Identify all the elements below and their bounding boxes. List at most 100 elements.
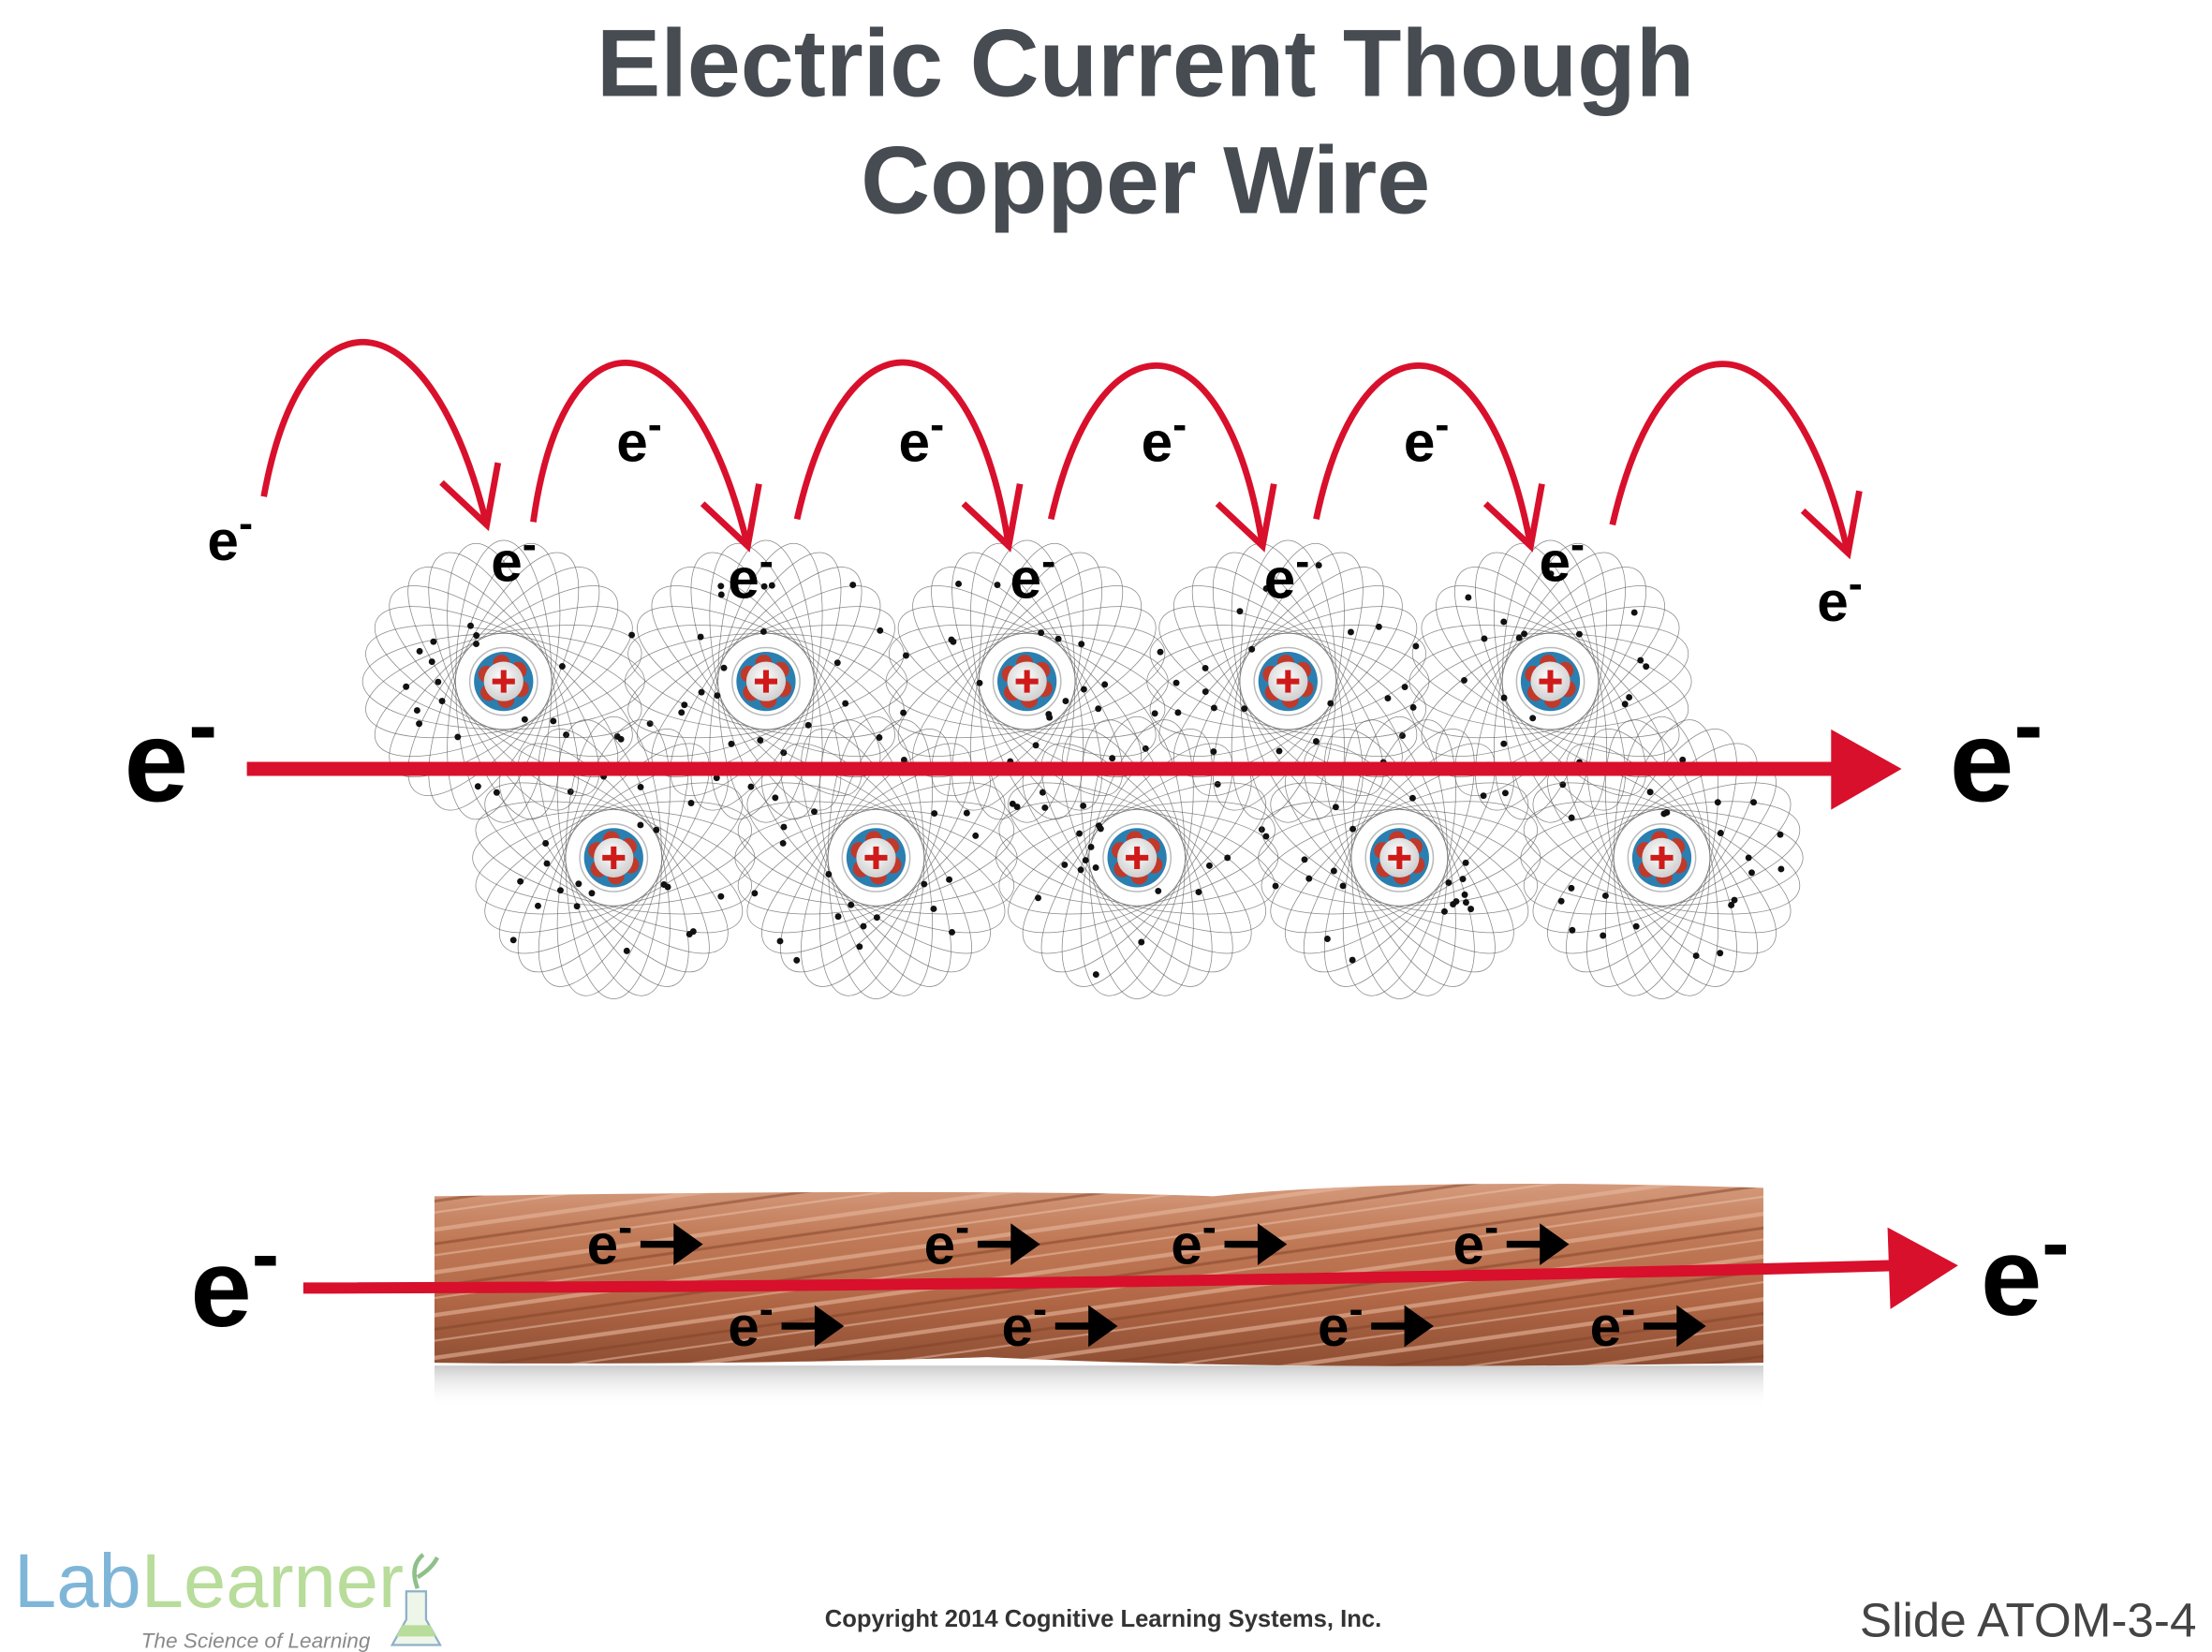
electron-dot xyxy=(1330,867,1337,875)
electron-dot xyxy=(1195,889,1202,896)
electron-dot xyxy=(1276,747,1283,755)
electron-label: e- xyxy=(924,1203,970,1276)
electron-dot xyxy=(1569,926,1576,934)
arrowhead-icon xyxy=(700,483,762,553)
electron-label: e- xyxy=(1539,521,1585,594)
electron-dot xyxy=(717,892,725,900)
lablearner-logo: LabLearner The Science of Learning xyxy=(14,1539,442,1652)
electron-dot xyxy=(1717,830,1724,836)
electron-dot xyxy=(1097,825,1104,833)
electron-dot xyxy=(1500,694,1508,701)
electron-dot xyxy=(1632,922,1640,930)
electron-dot xyxy=(542,840,550,847)
electron-dot xyxy=(825,871,833,878)
electron-dot xyxy=(1568,814,1575,821)
electron-dot xyxy=(760,583,768,590)
electron-dot xyxy=(664,883,671,891)
nucleus-icon xyxy=(1102,822,1172,892)
electron-dot xyxy=(454,733,462,741)
nucleus-icon xyxy=(841,822,911,892)
electron-dot xyxy=(1210,704,1217,712)
electron-dot xyxy=(1626,694,1633,701)
electron-dot xyxy=(558,663,566,670)
nucleus-icon xyxy=(579,822,649,892)
electron-dot xyxy=(860,922,867,930)
electron-label: e- xyxy=(1404,400,1450,473)
arrowhead-icon xyxy=(1215,483,1277,553)
electron-dot xyxy=(416,720,423,728)
electron-dot xyxy=(1375,623,1382,630)
electron-dot xyxy=(493,789,500,796)
electron-dot xyxy=(1087,843,1095,850)
electron-dot xyxy=(428,658,435,666)
electron-dot xyxy=(848,901,855,908)
electron-dot xyxy=(948,636,955,643)
electron-dot xyxy=(617,735,625,743)
electron-dot xyxy=(1547,570,1555,578)
copper-atom xyxy=(624,539,907,823)
electron-dot xyxy=(637,821,644,829)
electron-hop-arrow xyxy=(1047,361,1277,553)
electron-dot xyxy=(1459,876,1467,883)
arrow-right-icon xyxy=(977,1223,1040,1266)
electron-dot xyxy=(563,731,570,739)
electron-dot xyxy=(1575,630,1583,638)
electron-dot xyxy=(1262,584,1270,592)
electron-dot xyxy=(1679,756,1687,763)
electron-dot xyxy=(972,832,980,839)
electron-dot xyxy=(435,678,442,686)
electron-dot xyxy=(1399,732,1406,739)
electron-dot xyxy=(834,913,842,921)
title-line-1: Electric Current Though xyxy=(597,8,1694,116)
arrowhead-icon xyxy=(1800,490,1863,560)
electron-dot xyxy=(521,715,528,723)
electron-dot xyxy=(873,914,880,922)
electron-dot xyxy=(1480,792,1487,800)
electron-dot xyxy=(509,937,517,944)
electron-dot xyxy=(1461,676,1467,684)
arrow-right-icon xyxy=(781,1305,845,1348)
electron-label: e- xyxy=(491,521,537,594)
wire-current-arrow xyxy=(302,1227,1958,1309)
electron-dot xyxy=(963,809,970,817)
arrowhead-icon xyxy=(1831,729,1902,810)
electron-dot xyxy=(1080,686,1087,693)
copper-atom-lattice xyxy=(361,539,1804,999)
electron-dot xyxy=(1054,635,1062,642)
electron-dot xyxy=(1663,809,1671,816)
electron-dot xyxy=(556,887,564,894)
electron-dot xyxy=(1559,781,1567,789)
electron-dot xyxy=(759,628,767,635)
electron-dot xyxy=(768,582,775,589)
electron-dot xyxy=(1453,898,1460,906)
electron-dot xyxy=(1515,634,1523,642)
current-arrow xyxy=(246,729,1902,810)
electron-dot xyxy=(1045,711,1053,718)
electron-label: e- xyxy=(1142,400,1187,473)
electron-dot xyxy=(1748,869,1755,877)
electron-label: e- xyxy=(1590,1285,1636,1358)
nucleus-icon xyxy=(992,646,1062,716)
electron-dot xyxy=(1717,950,1724,957)
electron-dot xyxy=(720,664,728,671)
electron-dot xyxy=(430,638,437,645)
electron-orbits xyxy=(995,715,1279,999)
electron-dot xyxy=(1035,894,1041,902)
electron-dot xyxy=(1174,709,1182,716)
electron-dot xyxy=(416,647,423,655)
electron-dot xyxy=(1101,681,1109,688)
electron-dot xyxy=(575,880,582,888)
electron-dot xyxy=(1349,825,1357,833)
copper-wire xyxy=(434,1184,1763,1409)
electron-dot xyxy=(921,880,928,888)
electron-dot xyxy=(1202,664,1209,671)
electron-dot xyxy=(876,734,883,741)
electron-dot xyxy=(1462,859,1469,866)
electron-dot xyxy=(1637,656,1644,664)
electron-dot xyxy=(1013,804,1021,811)
electron-hop-arrow xyxy=(260,339,502,532)
electron-orbits xyxy=(1408,539,1692,823)
electron-dot xyxy=(1529,715,1537,722)
electron-dot xyxy=(1032,742,1040,749)
electron-dot xyxy=(804,721,812,729)
